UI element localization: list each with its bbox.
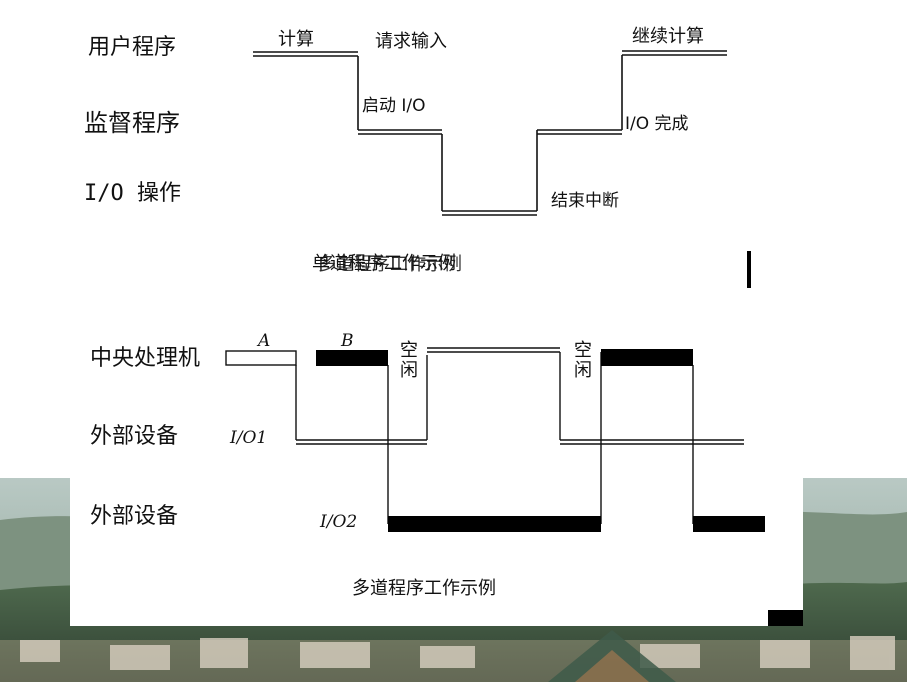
caption-multi-program: 多道程序工作示例 bbox=[352, 578, 496, 599]
cpu-segment-c bbox=[601, 349, 693, 366]
annotation-compute: 计算 bbox=[278, 29, 314, 50]
caption-single-program-overlay: 多道程序工作示例 bbox=[318, 254, 462, 275]
annotation-program-b: B bbox=[341, 331, 354, 351]
io2-segment-2 bbox=[693, 516, 765, 532]
cpu-segment-b bbox=[316, 350, 388, 366]
annotation-end-interrupt: 结束中断 bbox=[551, 191, 619, 211]
annotation-io1: I/O1 bbox=[230, 428, 268, 448]
annotation-continue-compute: 继续计算 bbox=[632, 26, 704, 47]
annotation-io2: I/O2 bbox=[320, 512, 358, 532]
annotation-io-done: I/O 完成 bbox=[625, 114, 689, 134]
corner-block bbox=[768, 610, 803, 626]
row-label-monitor-program: 监督程序 bbox=[84, 109, 180, 137]
annotation-start-io: 启动 I/O bbox=[362, 96, 426, 116]
row-label-io-operation: I/O 操作 bbox=[84, 181, 181, 206]
io2-segment-1 bbox=[388, 516, 601, 532]
row-label-user-program: 用户程序 bbox=[88, 35, 177, 60]
caption-single-program: 单道程序工作示例 bbox=[312, 253, 456, 274]
row-label-device-2: 外部设备 bbox=[90, 504, 179, 529]
annotation-idle-2: 空闲 bbox=[571, 340, 592, 380]
cpu-segment-a bbox=[225, 350, 297, 366]
text-cursor bbox=[747, 251, 751, 288]
annotation-request-input: 请求输入 bbox=[375, 31, 447, 52]
row-label-cpu: 中央处理机 bbox=[90, 346, 201, 371]
row-label-device-1: 外部设备 bbox=[90, 424, 179, 449]
diagram-panel bbox=[70, 478, 803, 626]
annotation-program-a: A bbox=[258, 331, 271, 351]
annotation-idle-1: 空闲 bbox=[397, 340, 418, 380]
